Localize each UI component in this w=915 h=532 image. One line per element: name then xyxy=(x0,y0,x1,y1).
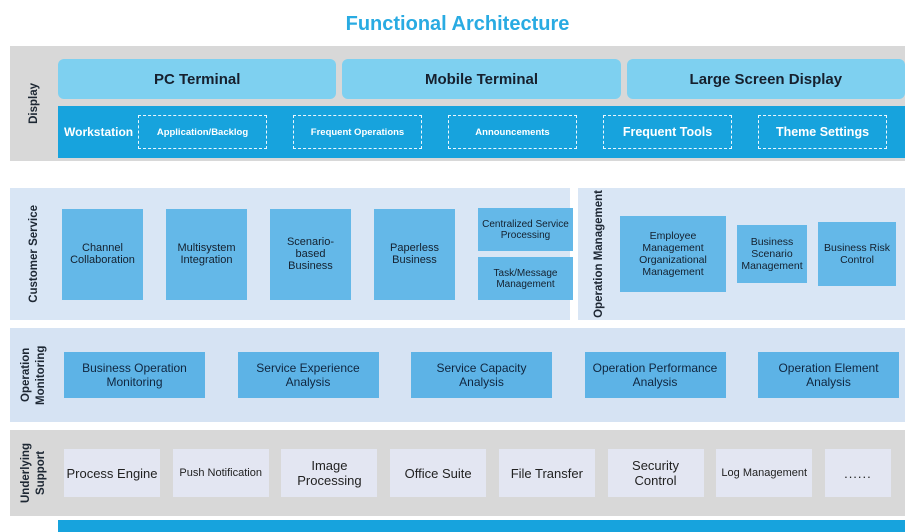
customer-service-label-text: Customer Service xyxy=(27,205,40,303)
terminal-row: PC Terminal Mobile Terminal Large Screen… xyxy=(58,59,905,99)
customer-service-section: Customer Service Channel Collaboration M… xyxy=(10,188,573,320)
operation-management-label-text: Operation Management xyxy=(592,190,605,318)
customer-service-stack: Centralized Service Processing Task/Mess… xyxy=(478,208,573,300)
office-suite-box: Office Suite xyxy=(390,449,487,497)
workstation-item-theme-settings: Theme Settings xyxy=(758,115,887,149)
customer-service-section-label: Customer Service xyxy=(10,188,58,320)
operation-management-section-label: Operation Management xyxy=(578,188,620,320)
log-management-box: Log Management xyxy=(716,449,813,497)
business-risk-control-box: Business Risk Control xyxy=(818,222,896,286)
display-section: Display PC Terminal Mobile Terminal Larg… xyxy=(10,46,905,161)
underlying-support-section: Underlying Support Process Engine Push N… xyxy=(10,430,905,516)
workstation-item-frequent-tools: Frequent Tools xyxy=(603,115,732,149)
underlying-support-label-text: Underlying Support xyxy=(20,442,47,504)
scenario-based-business-box: Scenario-based Business xyxy=(270,208,351,300)
centralized-service-processing-box: Centralized Service Processing xyxy=(478,208,573,251)
operation-monitoring-section-label: Operation Monitoring xyxy=(10,328,58,422)
paperless-business-box: Paperless Business xyxy=(374,208,455,300)
workstation-item-application-backlog: Application/Backlog xyxy=(138,115,267,149)
operation-monitoring-section: Operation Monitoring Business Operation … xyxy=(10,328,905,422)
workstation-item-frequent-operations: Frequent Operations xyxy=(293,115,422,149)
workstation-item-announcements: Announcements xyxy=(448,115,577,149)
push-notification-box: Push Notification xyxy=(172,449,269,497)
employee-management-box: Employee Management Organizational Manag… xyxy=(620,216,726,292)
image-processing-box: Image Processing xyxy=(281,449,378,497)
operation-management-section: Operation Management Employee Management… xyxy=(578,188,905,320)
service-capacity-analysis-box: Service Capacity Analysis xyxy=(411,352,552,398)
process-engine-box: Process Engine xyxy=(64,449,160,497)
display-section-label: Display xyxy=(10,46,58,161)
operation-element-analysis-box: Operation Element Analysis xyxy=(758,352,899,398)
service-experience-analysis-box: Service Experience Analysis xyxy=(237,352,379,398)
operation-performance-analysis-box: Operation Performance Analysis xyxy=(584,352,726,398)
workstation-bar: Workstation Application/Backlog Frequent… xyxy=(58,106,905,158)
operation-management-content: Employee Management Organizational Manag… xyxy=(620,188,905,320)
large-screen-display-box: Large Screen Display xyxy=(626,59,905,99)
mobile-terminal-box: Mobile Terminal xyxy=(342,59,621,99)
underlying-support-content: Process Engine Push Notification Image P… xyxy=(58,430,905,516)
pc-terminal-box: PC Terminal xyxy=(58,59,337,99)
operation-monitoring-content: Business Operation Monitoring Service Ex… xyxy=(58,328,905,422)
business-scenario-management-box: Business Scenario Management xyxy=(737,225,807,283)
business-operation-monitoring-box: Business Operation Monitoring xyxy=(64,352,205,398)
file-transfer-box: File Transfer xyxy=(498,449,595,497)
display-content: PC Terminal Mobile Terminal Large Screen… xyxy=(58,46,905,161)
security-control-box: Security Control xyxy=(607,449,704,497)
channel-collaboration-box: Channel Collaboration xyxy=(62,208,143,300)
workstation-label: Workstation xyxy=(64,125,134,139)
display-label-text: Display xyxy=(27,83,40,124)
middle-row: Customer Service Channel Collaboration M… xyxy=(10,188,905,320)
multisystem-integration-box: Multisystem Integration xyxy=(166,208,247,300)
page-title: Functional Architecture xyxy=(345,13,570,35)
customer-service-content: Channel Collaboration Multisystem Integr… xyxy=(58,188,573,320)
underlying-support-section-label: Underlying Support xyxy=(10,430,58,516)
task-message-management-box: Task/Message Management xyxy=(478,257,573,300)
operation-monitoring-label-text: Operation Monitoring xyxy=(20,345,47,405)
more-items-box: ...... xyxy=(824,449,891,497)
bottom-accent-bar xyxy=(58,520,905,532)
